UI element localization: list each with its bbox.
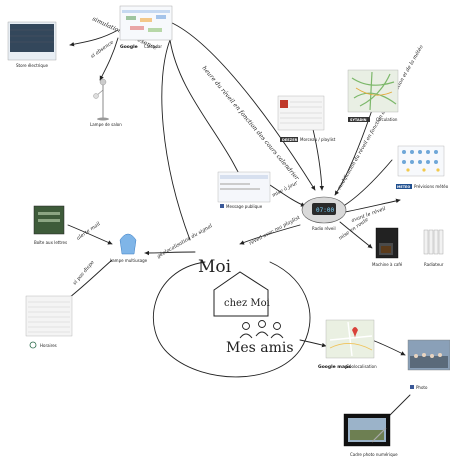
photo-label: Photo <box>416 385 428 390</box>
radiateur-label: Radiateur <box>424 262 444 267</box>
node-store: Store électrique <box>7 21 57 68</box>
annotation-reveil-playlist: réveil avec ma playlist <box>248 213 302 246</box>
node-radiateur: Radiateur <box>423 229 444 267</box>
edge-calendar-to-radio <box>169 21 316 191</box>
circulation-brand: SYTADIN <box>350 118 367 122</box>
edge-message-to-radio <box>269 184 306 207</box>
edge-store-to-lamp <box>99 37 119 81</box>
node-machine-cafe: Machine à café <box>372 227 403 267</box>
node-geolocalisation: Google maps Géolocalisation <box>318 319 377 370</box>
friends-icon <box>239 320 284 339</box>
node-calendar: Google Calendar <box>119 5 173 50</box>
edge-radio-to-moi <box>239 224 301 245</box>
google-maps-logo: Google maps <box>318 364 351 370</box>
google-logo: Google <box>120 44 138 50</box>
center-group: Moi chez Moi Mes amis <box>198 257 294 356</box>
store-label: Store électrique <box>16 63 48 68</box>
edge-calendar-to-moi <box>161 39 191 241</box>
machine-cafe-label: Machine à café <box>372 262 403 267</box>
meteo-label: Prévisions météo <box>414 184 449 189</box>
edge-amis-to-geoloc <box>299 339 327 348</box>
house-icon <box>213 271 269 317</box>
node-playlist: DEEZER Morceau / playlist <box>277 95 336 142</box>
center-loop <box>152 261 311 378</box>
moi-label: Moi <box>198 257 232 277</box>
annotation-si-pas-dispo: si pas dispo <box>72 260 96 287</box>
annotation-mise-a-jour: mise à jour <box>271 179 300 199</box>
edge-calendar-to-store <box>69 29 119 47</box>
edge-radio-to-machine <box>339 221 373 249</box>
node-radio-reveil: 07:00 Radio réveil <box>301 196 347 231</box>
geolocalisation-label: Géolocalisation <box>346 364 377 369</box>
edge-moi-to-lamp <box>144 250 196 256</box>
node-message-publique: Message publique <box>217 171 271 209</box>
node-lampe-multiusage: Lampe multiusage <box>110 233 148 263</box>
circulation-label: Circulation <box>376 117 398 122</box>
playlist-label: Morceau / playlist <box>300 137 336 142</box>
lampe-multiusage-label: Lampe multiusage <box>110 258 148 263</box>
node-photo: Photo <box>407 339 450 390</box>
lampe-salon-label: Lampe de salon <box>90 122 122 127</box>
node-horaires: Horaires <box>25 295 73 349</box>
edge-meteo-to-radio <box>344 159 393 206</box>
radio-display: 07:00 <box>316 207 334 214</box>
deezer-logo: DEEZER <box>282 138 298 142</box>
edge-playlist-to-radio <box>311 124 325 191</box>
boite-lettres-label: Boîte aux lettres <box>34 240 67 245</box>
node-circulation: SYTADIN Circulation <box>347 69 399 122</box>
message-publique-label: Message publique <box>226 204 263 209</box>
annotation-geolocalisation-signal: géolocalisation du signal <box>156 222 214 260</box>
edge-geoloc-to-photo <box>371 339 406 356</box>
radio-reveil-label: Radio réveil <box>312 226 336 231</box>
chez-moi-label: chez Moi <box>224 298 270 309</box>
mes-amis-label: Mes amis <box>226 340 294 356</box>
horaires-label: Horaires <box>40 343 57 348</box>
node-lampe-salon: Lampe de salon <box>90 78 122 127</box>
node-boite-lettres: Boîte aux lettres <box>33 205 67 245</box>
edge-mailbox-to-lamp <box>67 224 113 245</box>
node-cadre-photo: Cadre photo numérique <box>343 413 398 457</box>
annotation-alerte-mail: alerte mail <box>76 221 102 242</box>
edge-radio-to-coffee <box>344 198 401 213</box>
node-meteo: METEO Prévisions météo <box>396 145 449 189</box>
meteo-logo: METEO <box>397 185 410 189</box>
calendar-label: Calendar <box>144 44 162 49</box>
cadre-photo-label: Cadre photo numérique <box>350 452 398 457</box>
